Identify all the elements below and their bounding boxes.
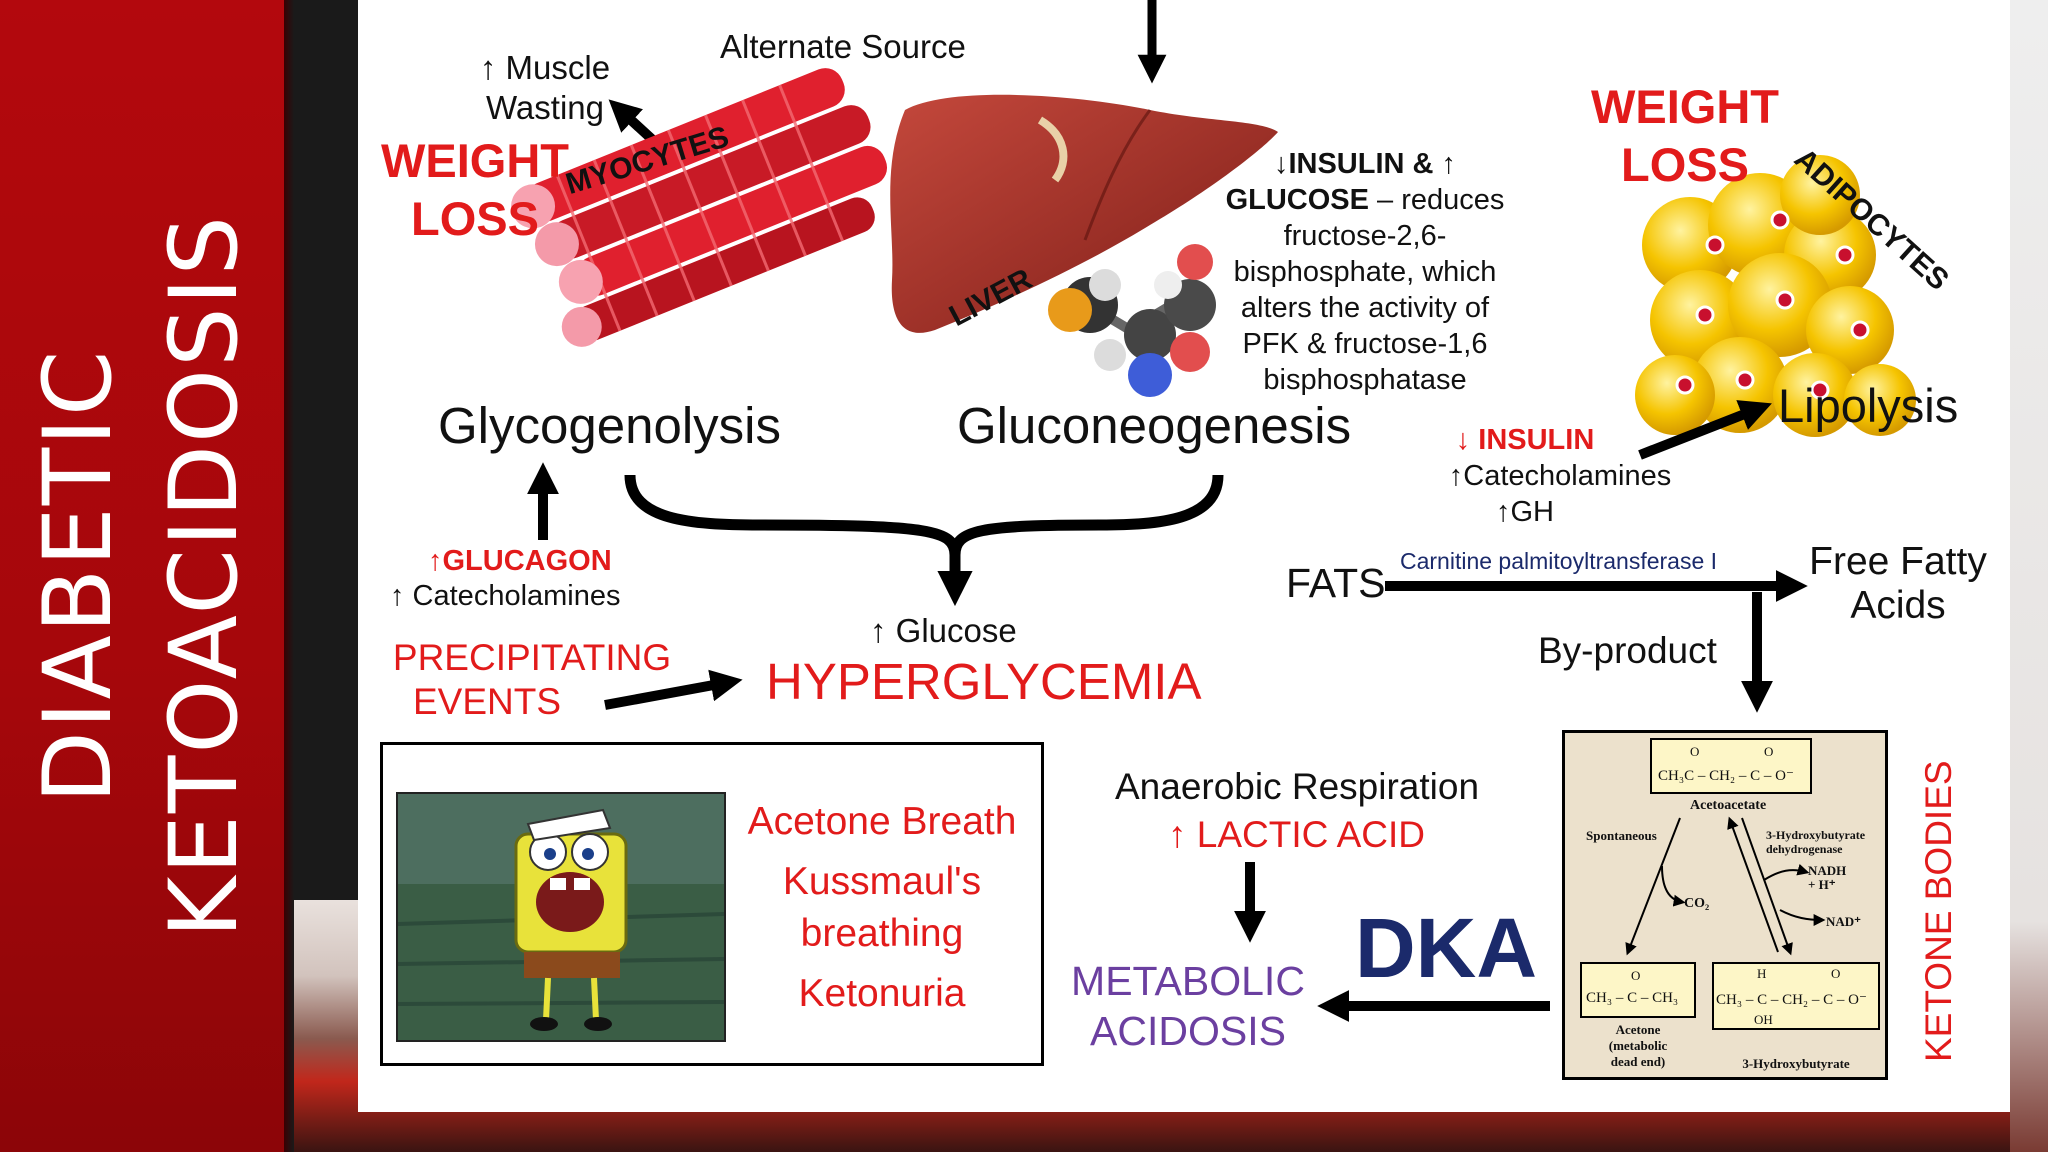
acetoacetate-formula: CH₃C – CH₂ – C – O⁻ (1658, 768, 1794, 784)
driver-insulin: ↓ INSULIN (1455, 424, 1595, 456)
myocytes-illustration (511, 68, 888, 347)
hyperglycemia-label: HYPERGLYCEMIA (766, 653, 1202, 710)
note-reduces: – reduces (1368, 184, 1505, 216)
convergence-bracket (624, 474, 1224, 556)
lipolysis-label: Lipolysis (1778, 379, 1959, 432)
hydroxybutyrate-box (1712, 962, 1880, 1030)
symptom-acetone-breath: Acetone Breath (747, 800, 1017, 843)
note-line-4: bisphosphate, which (1233, 256, 1497, 288)
cartoon-illustration (396, 792, 726, 1042)
cartoon-drawing (398, 794, 724, 1031)
weight-loss-right: WEIGHT LOSS (1580, 78, 1790, 194)
nadh-label: NADH + H⁺ (1808, 864, 1846, 892)
byproduct-label: By-product (1538, 630, 1717, 671)
ffa-line-2: Acids (1850, 584, 1946, 627)
acetone-box (1580, 962, 1696, 1018)
precipitating-events-label: PRECIPITATING EVENTS (392, 636, 672, 724)
molecule-illustration (1048, 244, 1216, 397)
weight-loss-right-line-1: WEIGHT (1591, 80, 1779, 133)
muscle-wasting-line-1: ↑ Muscle (479, 49, 611, 86)
acetoacetate-label: Acetoacetate (1690, 798, 1767, 813)
acetone-label: Acetone (metabolic dead end) (1580, 1022, 1696, 1070)
acetoacetate-o1: O (1690, 744, 1700, 759)
arrow-precipitating-to-hyperglycemia (604, 669, 743, 710)
precipitating-line-2: EVENTS (412, 681, 562, 722)
note-glucose-bold: GLUCOSE (1225, 184, 1369, 216)
weight-loss-left-line-1: WEIGHT (381, 134, 569, 187)
nadh-line-1: NADH (1808, 863, 1847, 878)
catecholamines-left-label: ↑ Catecholamines (390, 580, 621, 612)
ketone-bodies-label: KETONE BODIES (1918, 760, 1959, 1062)
enzyme-label: 3-Hydroxybutyrate dehydrogenase (1766, 828, 1865, 856)
dka-label: DKA (1355, 901, 1537, 995)
sidebar-divider (284, 0, 294, 1152)
arrow-to-lipolysis (1638, 400, 1772, 460)
alternate-source-label: Alternate Source (720, 28, 966, 65)
ffa-line-1: Free Fatty (1809, 540, 1987, 583)
fats-label: FATS (1286, 560, 1386, 606)
spontaneous-label: Spontaneous (1586, 828, 1657, 843)
background-right-strip (2010, 0, 2048, 1152)
note-line-7: bisphosphatase (1263, 364, 1467, 396)
symptom-ketonuria: Ketonuria (798, 972, 966, 1015)
title-sidebar (0, 0, 284, 1152)
muscle-wasting-label: ↑ Muscle Wasting (440, 48, 650, 128)
hydroxybutyrate-h: H (1757, 966, 1767, 981)
enzyme-line-1: 3-Hydroxybutyrate (1766, 828, 1866, 842)
acetone-o: O (1631, 968, 1641, 983)
glucose-up-label: ↑ Glucose (870, 612, 1017, 649)
anaerobic-respiration-label: Anaerobic Respiration (1115, 766, 1480, 807)
note-line-2: GLUCOSE – reduces (1205, 182, 1525, 218)
hydroxybutyrate-formula: CH₃ – C – CH₂ – C – O⁻ (1716, 992, 1867, 1008)
weight-loss-left-line-2: LOSS (411, 192, 539, 245)
free-fatty-acids-label: Free Fatty Acids (1800, 540, 1996, 628)
nadh-line-2: + H⁺ (1808, 877, 1836, 892)
symptoms-list: Acetone Breath Kussmaul's breathing Keto… (732, 796, 1032, 1020)
driver-gh: ↑GH (1496, 496, 1554, 528)
acetone-label-line-2: (metabolic (1608, 1038, 1668, 1053)
precipitating-line-1: PRECIPITATING (392, 637, 672, 678)
note-line-1: ↓INSULIN & ↑ (1273, 148, 1457, 180)
lactic-acid-label: ↑ LACTIC ACID (1168, 814, 1425, 855)
nad-label: NAD⁺ (1826, 914, 1862, 929)
metabolic-line-2: ACIDOSIS (1090, 1008, 1286, 1054)
note-line-3: fructose-2,6- (1283, 220, 1447, 252)
liver-illustration (890, 94, 1278, 333)
acetoacetate-o2: O (1764, 744, 1774, 759)
symptom-kussmaul-line-2: breathing (800, 912, 964, 955)
weight-loss-right-line-2: LOSS (1621, 138, 1749, 191)
co2-label: CO₂ (1684, 896, 1710, 911)
cpt1-label: Carnitine palmitoyltransferase I (1400, 548, 1718, 574)
glucagon-label: ↑GLUCAGON (428, 545, 612, 577)
hydroxybutyrate-o: O (1831, 966, 1841, 981)
enzyme-line-2: dehydrogenase (1766, 842, 1843, 856)
acetoacetate-box (1650, 738, 1812, 794)
driver-catecholamines: ↑Catecholamines (1448, 460, 1672, 492)
adipocytes-illustration (1635, 155, 1916, 437)
glycogenolysis-label: Glycogenolysis (438, 397, 781, 454)
metabolic-line-1: METABOLIC (1071, 958, 1305, 1004)
muscle-wasting-line-2: Wasting (486, 89, 604, 126)
gluconeogenesis-label: Gluconeogenesis (957, 397, 1352, 454)
acetone-label-line-1: Acetone (1615, 1022, 1661, 1037)
insulin-glucose-note: ↓INSULIN & ↑ GLUCOSE – reduces fructose-… (1205, 146, 1525, 398)
acetone-formula: CH₃ – C – CH₃ (1586, 990, 1679, 1006)
weight-loss-left: WEIGHT LOSS (370, 132, 580, 248)
note-line-6: PFK & fructose-1,6 (1242, 328, 1488, 360)
hydroxybutyrate-oh: OH (1754, 1012, 1773, 1027)
lipolysis-drivers: ↓ INSULIN ↑Catecholamines ↑GH (1395, 422, 1725, 530)
metabolic-acidosis-label: METABOLIC ACIDOSIS (1068, 956, 1308, 1056)
note-line-5: alters the activity of (1240, 292, 1490, 324)
symptom-kussmaul-line-1: Kussmaul's (782, 860, 982, 903)
acetone-label-line-3: dead end) (1610, 1054, 1666, 1069)
hydroxybutyrate-label: 3-Hydroxybutyrate (1742, 1056, 1850, 1071)
